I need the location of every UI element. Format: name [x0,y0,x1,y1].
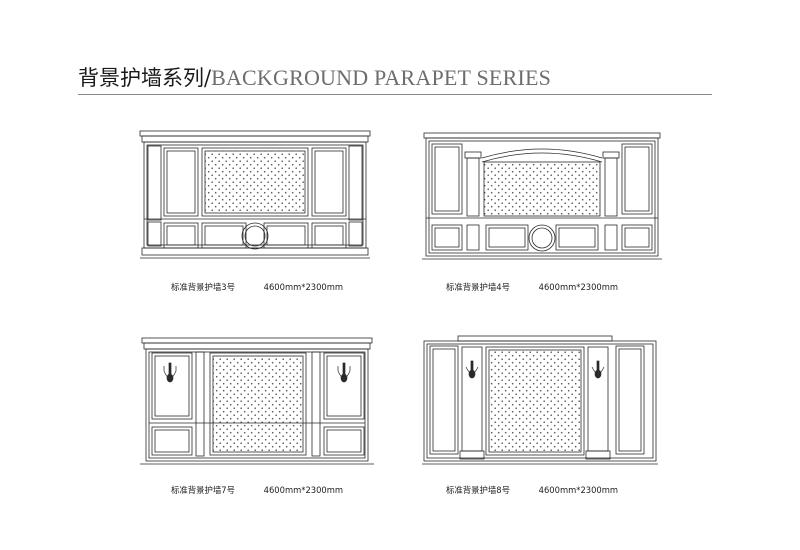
page-title-chinese: 背景护墙系列/ [78,66,212,90]
sconce-icon [163,362,177,383]
wall-panel-drawing-4 [422,132,662,260]
wall-panel-drawing-7 [140,337,374,465]
panel-name: 标准背景护墙7号 [171,485,235,495]
panel-size: 4600mm*2300mm [538,282,619,292]
sconce-icon [337,362,351,383]
page-title: 背景护墙系列/BACKGROUND PARAPET SERIES [78,62,551,92]
panel-name: 标准背景护墙4号 [446,282,510,292]
panel-size: 4600mm*2300mm [263,282,344,292]
panel-label-4: 标准背景护墙4号 4600mm*2300mm [446,281,618,293]
page-title-english: BACKGROUND PARAPET SERIES [211,65,552,90]
sconce-icon [465,360,479,379]
panel-name: 标准背景护墙3号 [171,282,235,292]
panel-label-8: 标准背景护墙8号 4600mm*2300mm [446,484,618,496]
wall-panel-drawing-8 [422,335,658,465]
panel-label-3: 标准背景护墙3号 4600mm*2300mm [171,281,343,293]
sconce-icon [591,360,605,379]
panel-size: 4600mm*2300mm [263,485,344,495]
wall-panel-drawing-3 [139,130,371,259]
panel-name: 标准背景护墙8号 [446,485,510,495]
title-divider [78,94,712,95]
panel-label-7: 标准背景护墙7号 4600mm*2300mm [171,484,343,496]
panel-size: 4600mm*2300mm [538,485,619,495]
